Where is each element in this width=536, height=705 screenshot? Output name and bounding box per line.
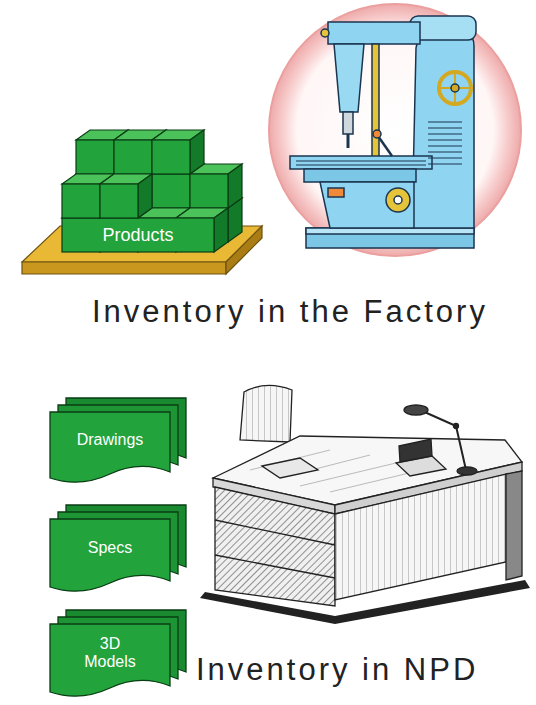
document-stack: 3D Models	[48, 608, 190, 700]
product-cubes	[62, 130, 242, 252]
desk	[200, 385, 530, 624]
halo-circle	[269, 4, 521, 256]
node-label: 3D Models	[78, 624, 142, 682]
caption-label: Inventory in the Factory	[92, 293, 488, 330]
caption-label: Inventory in NPD	[196, 651, 478, 688]
machine	[290, 16, 476, 248]
document-stack: Drawings	[48, 396, 190, 486]
node-label: Products	[62, 218, 214, 252]
node-label: Drawings	[55, 412, 165, 468]
product-stack: Products	[62, 218, 214, 252]
node-label: Specs	[55, 519, 165, 577]
document-stack: Specs	[48, 503, 190, 595]
